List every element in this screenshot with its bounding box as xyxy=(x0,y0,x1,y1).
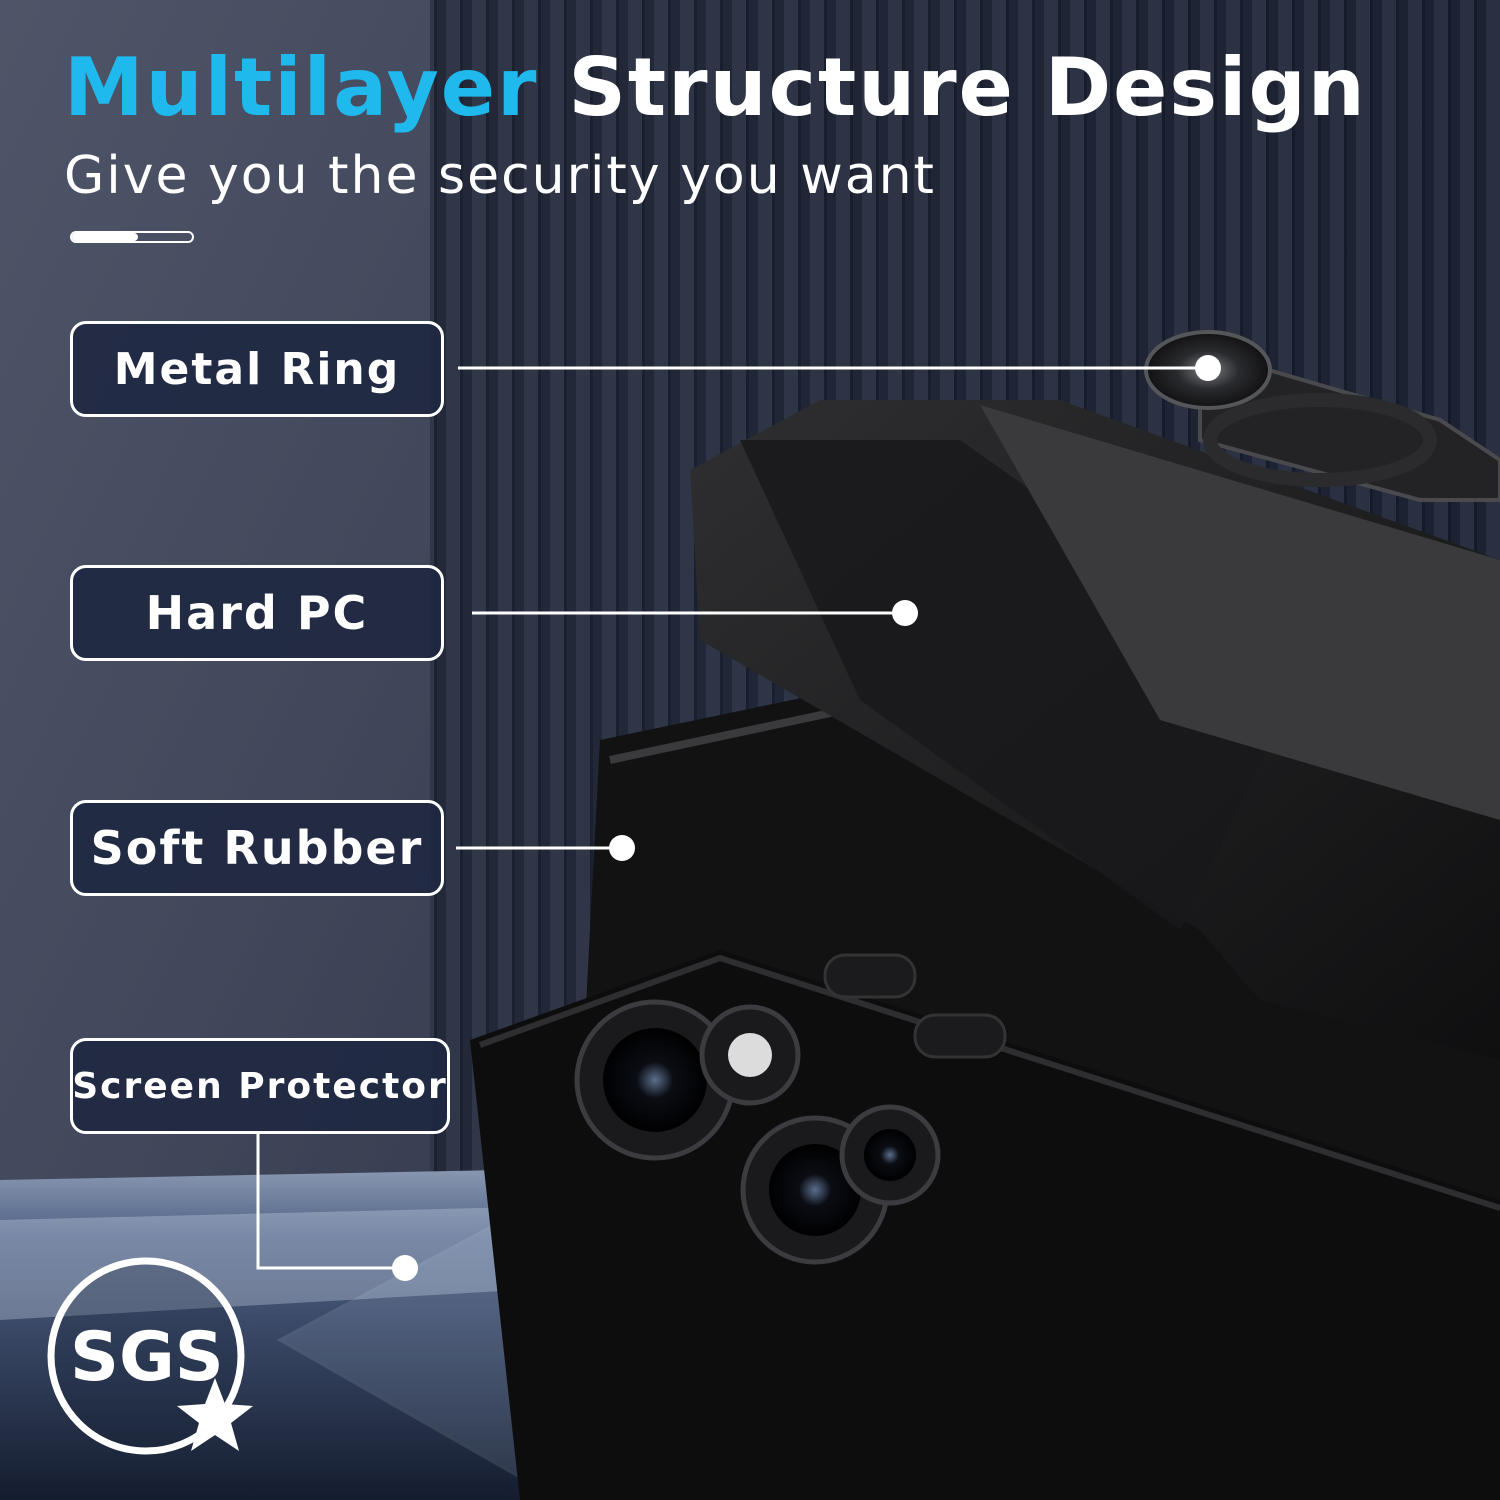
headline-rest: Structure Design xyxy=(568,41,1367,134)
label-hard-pc: Hard PC xyxy=(70,565,444,661)
label-text: Soft Rubber xyxy=(90,821,424,875)
label-metal-ring: Metal Ring xyxy=(70,321,444,417)
sgs-badge-text: SGS xyxy=(70,1318,224,1397)
subtitle: Give you the security you want xyxy=(64,146,936,206)
star-icon xyxy=(177,1378,253,1451)
label-text: Metal Ring xyxy=(113,343,401,395)
label-text: Screen Protector xyxy=(72,1065,448,1107)
headline-highlight: Multilayer xyxy=(64,41,539,134)
progress-fill xyxy=(72,233,138,241)
label-soft-rubber: Soft Rubber xyxy=(70,800,444,896)
sgs-badge xyxy=(47,1257,253,1455)
label-screen-protector: Screen Protector xyxy=(70,1038,450,1134)
progress-indicator xyxy=(70,231,194,243)
label-text: Hard PC xyxy=(145,586,369,640)
headline: Multilayer Structure Design xyxy=(64,44,1367,132)
